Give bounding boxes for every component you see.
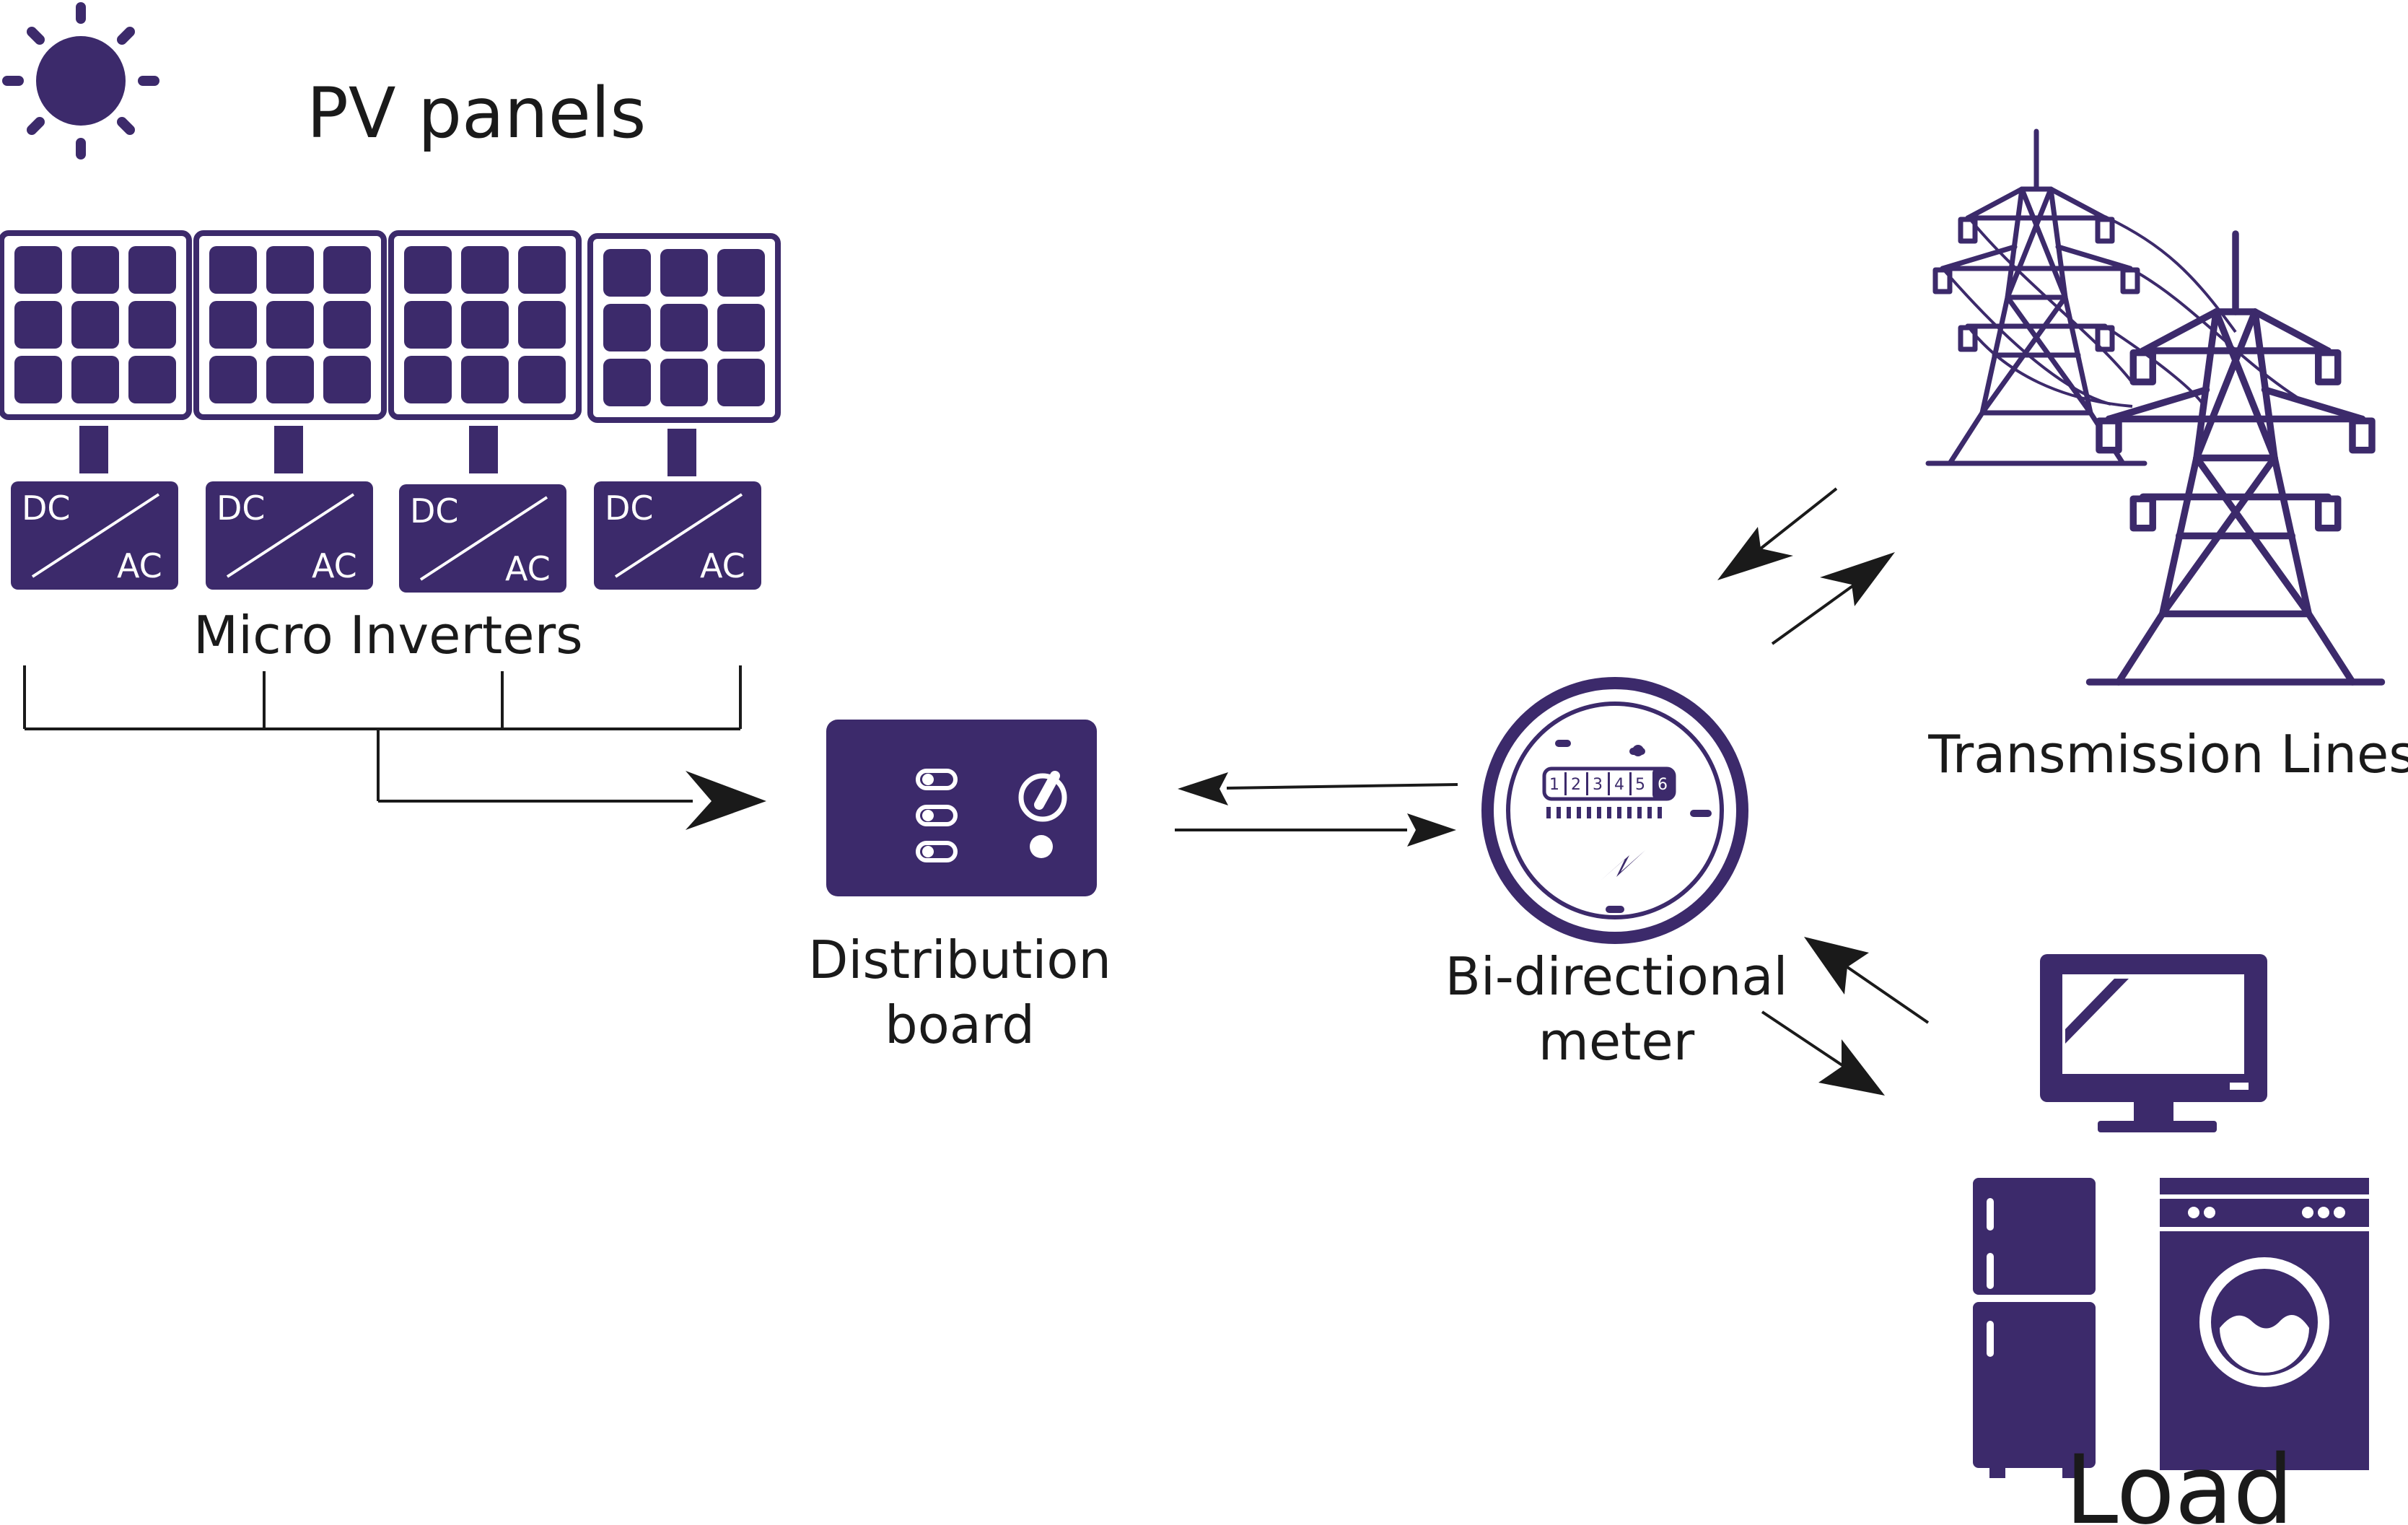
micro-inverter-3: DC AC xyxy=(398,483,568,594)
inverter-dc-label: DC xyxy=(605,489,654,528)
inverter-bus xyxy=(23,665,742,803)
solar-panel-1 xyxy=(1,233,189,417)
sun-icon xyxy=(2,2,159,160)
refrigerator-icon xyxy=(1973,1178,2096,1478)
distribution-board-label-1: Distribution xyxy=(808,930,1111,990)
inverter-dc-label: DC xyxy=(410,491,459,530)
meter-digit: 1 xyxy=(1549,776,1559,794)
pv-panels-label: PV panels xyxy=(307,73,646,154)
solar-panel-2 xyxy=(196,233,384,417)
meter-label-1: Bi-directional xyxy=(1445,946,1787,1007)
micro-inverter-1: DC AC xyxy=(9,480,180,591)
solar-panel-icon xyxy=(391,233,579,417)
micro-inverter-2: DC AC xyxy=(204,480,375,591)
solar-panel-3 xyxy=(391,233,579,417)
panel-connectors xyxy=(79,426,696,476)
meter-digit: 5 xyxy=(1635,776,1645,794)
micro-inverter-4: DC AC xyxy=(592,480,763,591)
solar-panel-icon xyxy=(590,236,778,420)
arrows-meter-load xyxy=(1761,937,1930,1096)
inverter-ac-label: AC xyxy=(700,546,745,585)
solar-panel-icon xyxy=(196,233,384,417)
inverter-ac-label: AC xyxy=(117,546,162,585)
solar-panel-icon xyxy=(1,233,189,417)
inverter-dc-label: DC xyxy=(216,489,266,528)
washing-machine-icon xyxy=(2160,1178,2369,1470)
distribution-board-icon xyxy=(826,720,1097,896)
bidirectional-meter-icon: 1 2 3 4 5 6 xyxy=(1481,677,1748,944)
inverter-dc-label: DC xyxy=(22,489,71,528)
meter-label-2: meter xyxy=(1538,1011,1695,1072)
meter-digit: 6 xyxy=(1658,776,1668,794)
meter-digit: 3 xyxy=(1593,776,1603,794)
solar-panel-4 xyxy=(590,236,778,420)
meter-digit: 4 xyxy=(1614,776,1624,794)
arrows-meter-grid xyxy=(1717,487,1895,645)
arrow-to-distribution xyxy=(686,771,766,830)
inverter-ac-label: AC xyxy=(312,546,357,585)
transmission-tower-icon xyxy=(1928,131,2381,682)
load-label: Load xyxy=(2065,1435,2294,1525)
distribution-board-label-2: board xyxy=(885,995,1035,1055)
meter-digit: 2 xyxy=(1571,776,1581,794)
monitor-icon xyxy=(2040,954,2267,1132)
arrows-board-meter xyxy=(1175,772,1458,847)
inverter-ac-label: AC xyxy=(505,549,551,588)
transmission-lines-label: Transmission Lines xyxy=(1927,724,2408,785)
micro-inverters-label: Micro Inverters xyxy=(193,605,583,665)
